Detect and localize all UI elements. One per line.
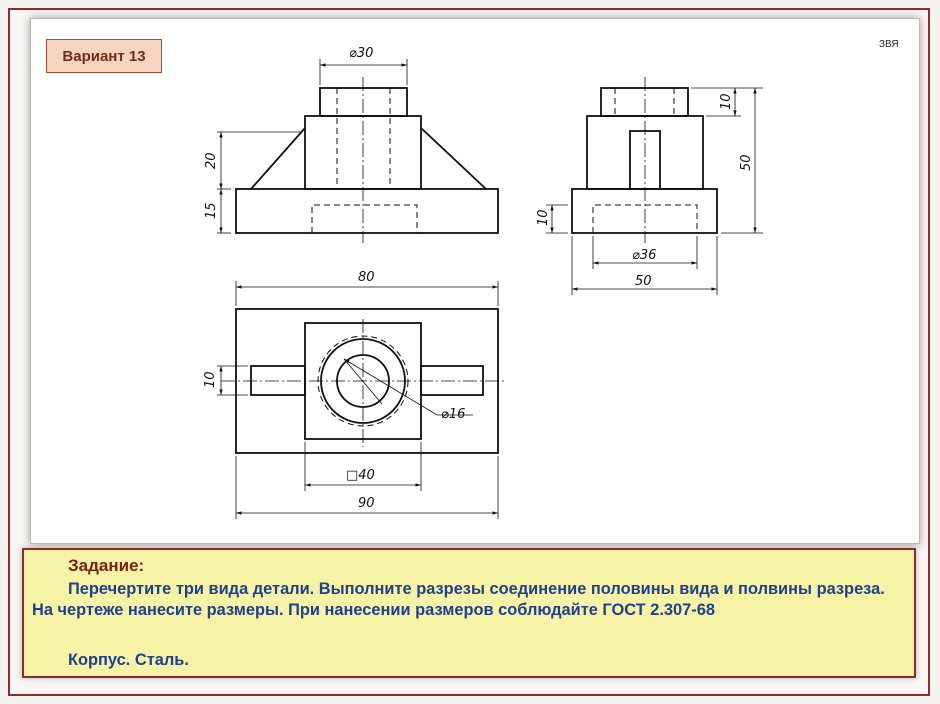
dim-side-slot-diameter: ⌀36 <box>632 248 656 263</box>
task-panel: Задание: Перечертите три вида детали. Вы… <box>22 548 916 678</box>
task-subject: Корпус. Сталь. <box>68 651 189 669</box>
dim-front-height-base: 15 <box>204 202 219 219</box>
dim-top-square: □40 <box>346 468 375 483</box>
front-rib-right <box>420 127 487 190</box>
dim-side-height-base: 10 <box>536 209 551 226</box>
dim-side-height-top: 10 <box>719 93 734 110</box>
dim-top-hole-diameter: ⌀16 <box>441 407 465 422</box>
dim-top-length-90: 90 <box>358 496 375 511</box>
author-mark: ЗВЯ <box>879 39 899 50</box>
top-rib-left <box>250 365 306 396</box>
task-text: Перечертите три вида детали. Выполните р… <box>32 580 885 619</box>
front-base <box>235 188 499 234</box>
dim-top-rib-width: 10 <box>203 371 218 388</box>
front-view <box>217 59 499 243</box>
top-rib-right <box>420 365 484 396</box>
dim-front-top-diameter: ⌀30 <box>349 46 373 61</box>
top-view <box>217 281 507 519</box>
dim-top-length-80: 80 <box>358 270 375 285</box>
drawing-panel: ⌀30 20 15 <box>30 18 920 544</box>
front-rib-left <box>250 127 306 190</box>
dim-side-height-total: 50 <box>739 154 754 171</box>
side-boss <box>600 87 689 117</box>
dim-front-height-upper: 20 <box>204 152 219 169</box>
dim-side-width: 50 <box>635 274 652 289</box>
side-base <box>571 188 718 234</box>
variant-badge: Вариант 13 <box>46 39 162 73</box>
task-heading: Задание: <box>68 556 145 575</box>
side-view <box>546 77 763 295</box>
front-boss <box>319 87 408 117</box>
technical-drawing: ⌀30 20 15 <box>203 46 763 519</box>
